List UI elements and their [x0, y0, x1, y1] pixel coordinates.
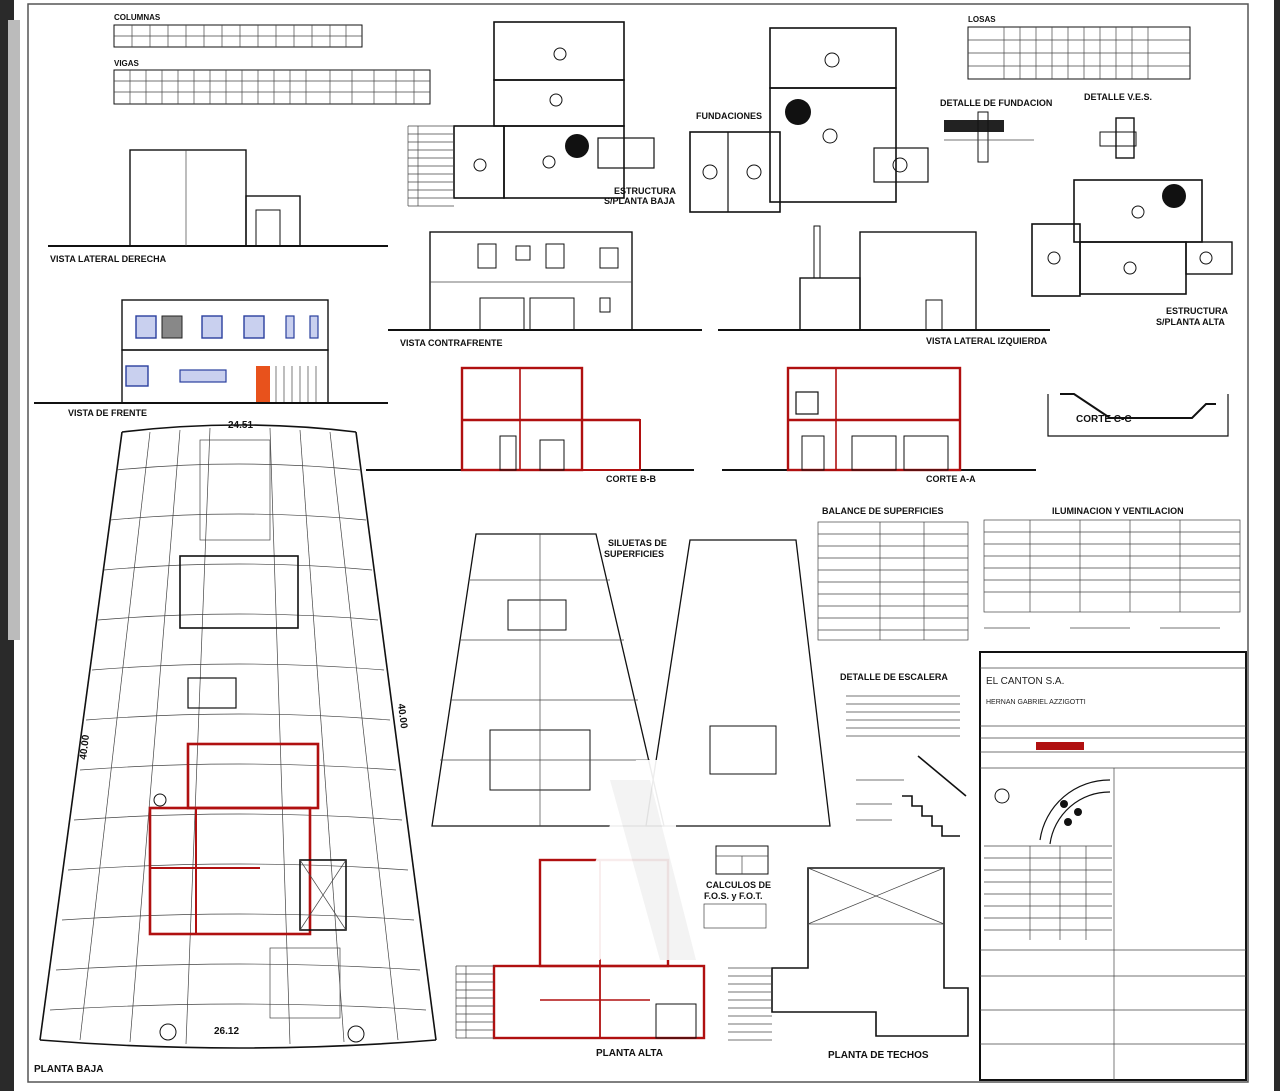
vista-contrafrente: VISTA CONTRAFRENTE	[388, 231, 702, 348]
calculos-title-1: CALCULOS DE	[706, 880, 771, 890]
siluetas-title-1: SILUETAS DE	[608, 538, 667, 548]
losas-table: LOSAS	[967, 15, 1191, 80]
vista-lateral-izquierda-title: VISTA LATERAL IZQUIERDA	[926, 336, 1048, 346]
title-block: EL CANTON S.A. HERNAN GABRIEL AZZIGOTTI	[979, 651, 1247, 1081]
columnas-title: COLUMNAS	[114, 13, 161, 22]
vista-lateral-derecha: VISTA LATERAL DERECHA	[48, 149, 388, 264]
iluminacion-title: ILUMINACION Y VENTILACION	[1052, 506, 1184, 516]
owner-name: HERNAN GABRIEL AZZIGOTTI	[986, 699, 1086, 706]
corte-a-title: CORTE A-A	[926, 474, 976, 484]
planta-alta-title: PLANTA ALTA	[596, 1048, 663, 1059]
detalle-fundacion-title: DETALLE DE FUNDACION	[940, 98, 1052, 108]
planta-baja-title: PLANTA BAJA	[34, 1064, 103, 1075]
corte-c-title: CORTE C-C	[1076, 414, 1132, 425]
corte-b-title: CORTE B-B	[606, 474, 656, 484]
losas-title: LOSAS	[968, 15, 996, 24]
siluetas-superficies: SILUETAS DE SUPERFICIES	[431, 533, 831, 827]
calculos-title-2: F.O.S. y F.O.T.	[704, 891, 763, 901]
estructura-baja-title-1: ESTRUCTURA	[614, 186, 676, 196]
dim-top: 24.51	[228, 420, 253, 431]
fundaciones-title: FUNDACIONES	[696, 111, 762, 121]
balance-title: BALANCE DE SUPERFICIES	[822, 506, 944, 516]
estructura-alta-title-2: S/PLANTA ALTA	[1156, 317, 1225, 327]
detalle-fundacion: DETALLE DE FUNDACION DETALLE V.E.S.	[940, 92, 1152, 163]
columnas-table: COLUMNAS	[113, 13, 363, 48]
vista-contrafrente-title: VISTA CONTRAFRENTE	[400, 338, 503, 348]
detalle-escalera-title: DETALLE DE ESCALERA	[840, 672, 948, 682]
balance-superficies: BALANCE DE SUPERFICIES	[817, 506, 969, 641]
estructura-planta-baja: ESTRUCTURA S/PLANTA BAJA	[407, 21, 676, 207]
corte-a-a: CORTE A-A	[722, 366, 1036, 484]
vista-lateral-izquierda: VISTA LATERAL IZQUIERDA	[718, 225, 1050, 346]
estructura-baja-title-2: S/PLANTA BAJA	[604, 196, 676, 206]
planta-techos: PLANTA DE TECHOS	[728, 867, 969, 1061]
estructura-planta-alta: ESTRUCTURA S/PLANTA ALTA	[1031, 179, 1233, 327]
planta-baja: 24.51 26.12 40.00 40.00 PLANTA BAJA	[34, 420, 437, 1075]
calculos-fos-fot: CALCULOS DE F.O.S. y F.O.T.	[703, 845, 771, 929]
iluminacion-ventilacion: ILUMINACION Y VENTILACION	[983, 506, 1241, 629]
vista-lateral-derecha-title: VISTA LATERAL DERECHA	[50, 254, 167, 264]
detalle-escalera: DETALLE DE ESCALERA	[840, 672, 967, 837]
company-name: EL CANTON S.A.	[986, 676, 1064, 687]
corte-c-c: CORTE C-C	[1047, 393, 1229, 437]
watermark-logo	[556, 760, 696, 960]
detalle-ves-title: DETALLE V.E.S.	[1084, 92, 1152, 102]
vigas-title: VIGAS	[114, 59, 140, 68]
dim-bottom: 26.12	[214, 1026, 239, 1037]
vigas-table: VIGAS	[113, 59, 431, 105]
dim-left: 40.00	[78, 734, 92, 761]
fundaciones-plan: FUNDACIONES	[689, 27, 929, 213]
siluetas-title-2: SUPERFICIES	[604, 549, 664, 559]
vista-de-frente: VISTA DE FRENTE	[34, 299, 388, 418]
dim-right: 40.00	[395, 703, 409, 730]
vista-de-frente-title: VISTA DE FRENTE	[68, 408, 147, 418]
planta-techos-title: PLANTA DE TECHOS	[828, 1050, 929, 1061]
estructura-alta-title-1: ESTRUCTURA	[1166, 306, 1228, 316]
corte-b-b: CORTE B-B	[366, 366, 694, 484]
